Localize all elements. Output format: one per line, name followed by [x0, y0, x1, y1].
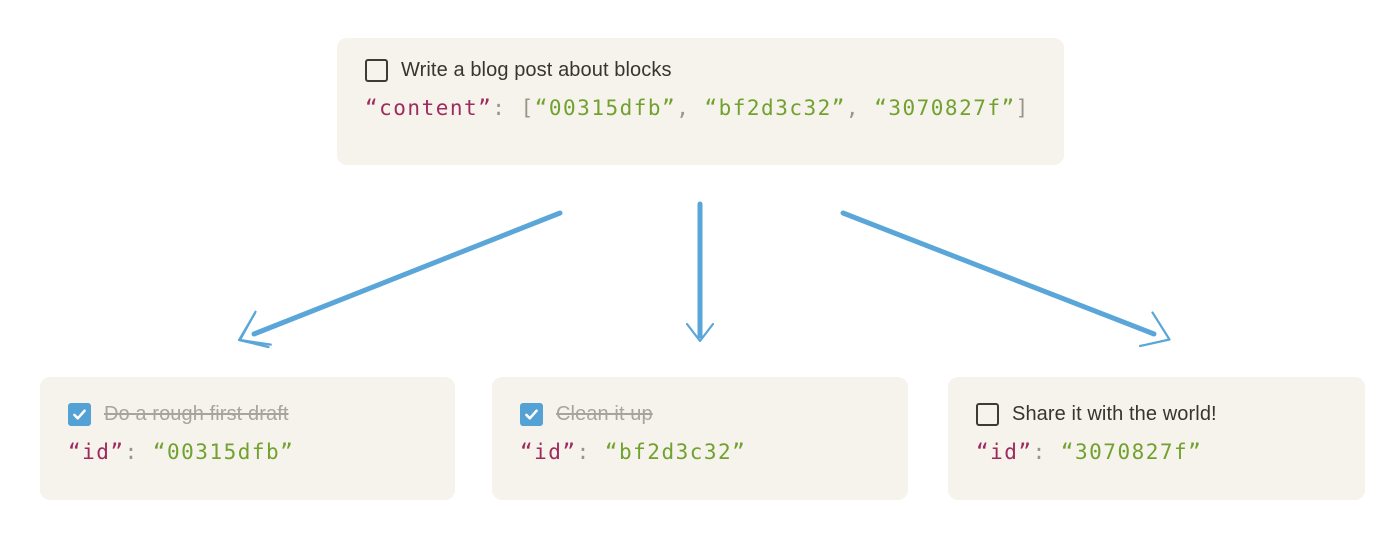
code-value-1: “bf2d3c32” — [704, 96, 846, 120]
block-code-line: “id”: “3070827f” — [976, 439, 1337, 465]
checkmark-icon — [525, 409, 538, 420]
child-block-card-3: Share it with the world! “id”: “3070827f… — [948, 377, 1365, 500]
block-code-line: “id”: “00315dfb” — [68, 439, 427, 465]
code-value: “3070827f” — [1060, 440, 1203, 464]
block-code-line: “id”: “bf2d3c32” — [520, 439, 880, 465]
todo-checkbox[interactable] — [68, 403, 91, 426]
code-value: “bf2d3c32” — [604, 440, 747, 464]
arrow-down-icon — [685, 201, 715, 343]
todo-checkbox[interactable] — [520, 403, 543, 426]
code-key: “id” — [976, 440, 1033, 464]
todo-row: Write a blog post about blocks — [365, 59, 1036, 82]
todo-checkbox[interactable] — [365, 59, 388, 82]
code-comma: , — [676, 96, 705, 120]
child-block-card-1: Do a rough first draft “id”: “00315dfb” — [40, 377, 455, 500]
todo-row: Share it with the world! — [976, 403, 1337, 426]
code-key: “content” — [365, 96, 493, 120]
arrow-down-right-icon — [840, 210, 1171, 348]
todo-checkbox[interactable] — [976, 403, 999, 426]
todo-row: Do a rough first draft — [68, 403, 427, 426]
code-close-bracket: ] — [1015, 96, 1030, 120]
todo-label: Write a blog post about blocks — [401, 59, 672, 81]
code-key: “id” — [68, 440, 125, 464]
code-value: “00315dfb” — [152, 440, 295, 464]
todo-label: Clean it up — [556, 403, 653, 425]
code-colon: : — [576, 440, 605, 464]
todo-label: Do a rough first draft — [104, 403, 289, 425]
code-open-bracket: [ — [520, 96, 535, 120]
todo-label: Share it with the world! — [1012, 403, 1217, 425]
code-value-2: “3070827f” — [874, 96, 1016, 120]
todo-row: Clean it up — [520, 403, 880, 426]
code-comma: , — [845, 96, 875, 120]
code-key: “id” — [520, 440, 577, 464]
arrow-down-left-icon — [237, 210, 563, 349]
child-block-card-2: Clean it up “id”: “bf2d3c32” — [492, 377, 908, 500]
checkmark-icon — [73, 409, 86, 420]
code-value-0: “00315dfb” — [534, 96, 677, 120]
code-colon: : — [1032, 440, 1061, 464]
code-colon: : — [492, 96, 521, 120]
parent-block-card: Write a blog post about blocks “content”… — [337, 38, 1064, 165]
code-colon: : — [124, 440, 153, 464]
block-code-line: “content”: [“00315dfb”, “bf2d3c32”, “307… — [365, 95, 1036, 121]
